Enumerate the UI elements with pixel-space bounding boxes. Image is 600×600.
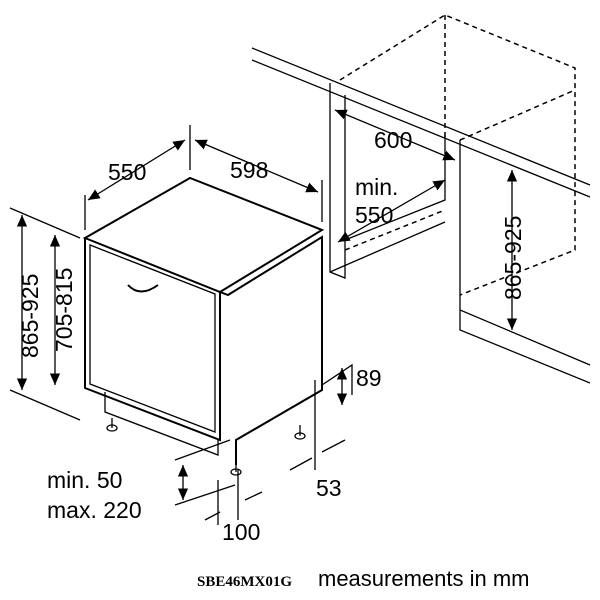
dim-width-appliance: 598 <box>230 157 268 183</box>
dim-height-niche: 865-925 <box>500 216 526 300</box>
dim-height-door: 705-815 <box>51 268 77 352</box>
dim-foot-max: max. 220 <box>47 497 142 523</box>
dim-height-total: 865-925 <box>17 274 43 358</box>
dim-depth-appliance: 550 <box>108 159 146 185</box>
dimension-lines <box>9 109 518 525</box>
dim-plinth-depth: 53 <box>316 475 342 501</box>
model-number: SBE46MX01G <box>197 574 292 590</box>
units-note: measurements in mm <box>318 566 530 591</box>
foot <box>230 468 242 476</box>
foot <box>294 432 306 440</box>
door-handle <box>127 284 159 293</box>
dim-foot-offset: 100 <box>222 519 260 545</box>
dim-plinth-height: 89 <box>356 365 382 391</box>
foot <box>106 424 118 432</box>
dim-niche-depth: 550 <box>355 202 393 228</box>
dim-foot-min: min. 50 <box>47 467 122 493</box>
dishwasher <box>82 176 353 476</box>
dim-niche-width: 600 <box>374 127 412 153</box>
dim-niche-min-label: min. <box>355 174 398 200</box>
niche-cabinet <box>251 14 591 384</box>
